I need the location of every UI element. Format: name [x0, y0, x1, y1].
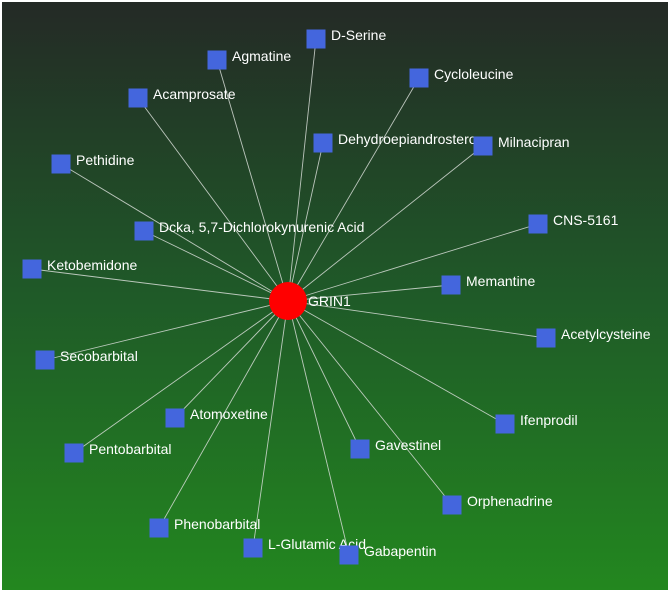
drug-node[interactable]: Pentobarbital: [64, 441, 172, 463]
drug-node[interactable]: Gabapentin: [339, 543, 437, 565]
node-marker[interactable]: [441, 275, 461, 295]
edge: [216, 59, 289, 302]
node-marker[interactable]: [528, 214, 548, 234]
node-label: Acamprosate: [153, 86, 236, 102]
node-marker[interactable]: [473, 136, 493, 156]
hub-node[interactable]: GRIN1: [269, 282, 351, 320]
node-label: Agmatine: [232, 48, 291, 64]
drug-node[interactable]: Cycloleucine: [409, 66, 514, 88]
node-marker[interactable]: [339, 545, 359, 565]
drug-node[interactable]: Secobarbital: [35, 348, 138, 370]
node-label: Phenobarbital: [174, 516, 260, 532]
hub-label: GRIN1: [308, 293, 351, 309]
edge: [287, 223, 539, 302]
drug-node[interactable]: Pethidine: [51, 152, 135, 174]
edge: [287, 300, 547, 339]
node-label: Secobarbital: [60, 348, 138, 364]
edge: [44, 300, 289, 361]
edge: [287, 142, 324, 302]
drug-node[interactable]: Milnacipran: [473, 134, 570, 156]
node-marker[interactable]: [536, 328, 556, 348]
edge: [73, 300, 289, 454]
drug-node[interactable]: Dcka, 5,7-Dichlorokynurenic Acid: [134, 219, 365, 241]
drug-node[interactable]: Ketobemidone: [22, 257, 138, 279]
node-marker[interactable]: [207, 50, 227, 70]
node-marker[interactable]: [306, 29, 326, 49]
edge: [174, 300, 289, 419]
node-label: Atomoxetine: [190, 406, 268, 422]
node-label: Memantine: [466, 273, 535, 289]
node-label: Acetylcysteine: [561, 326, 651, 342]
drug-node[interactable]: Phenobarbital: [149, 516, 261, 538]
node-marker[interactable]: [22, 259, 42, 279]
edge: [31, 268, 289, 302]
drug-node[interactable]: CNS-5161: [528, 212, 619, 234]
node-marker[interactable]: [350, 439, 370, 459]
node-marker[interactable]: [442, 495, 462, 515]
node-label: Ketobemidone: [47, 257, 138, 273]
node-marker[interactable]: [495, 414, 515, 434]
drug-node[interactable]: Gavestinel: [350, 437, 442, 459]
node-label: Milnacipran: [498, 134, 570, 150]
node-label: Gabapentin: [364, 543, 436, 559]
node-marker[interactable]: [313, 133, 333, 153]
node-label: Gavestinel: [375, 437, 441, 453]
node-marker[interactable]: [165, 408, 185, 428]
edge: [252, 300, 289, 549]
drug-node[interactable]: Orphenadrine: [442, 493, 553, 515]
node-marker[interactable]: [128, 88, 148, 108]
node-label: Dehydroepiandrosterone: [338, 131, 492, 147]
node-layer: D-SerineAgmatineCycloleucineAcamprosateD…: [22, 27, 651, 565]
edge-layer: [31, 38, 547, 556]
edge: [287, 300, 350, 556]
node-marker[interactable]: [409, 68, 429, 88]
drug-node[interactable]: Dehydroepiandrosterone: [313, 131, 493, 153]
edge: [287, 284, 452, 302]
node-label: Pethidine: [76, 152, 135, 168]
node-marker[interactable]: [149, 518, 169, 538]
edge: [287, 77, 420, 302]
edge: [143, 230, 289, 302]
node-marker[interactable]: [51, 154, 71, 174]
node-marker[interactable]: [35, 350, 55, 370]
edge: [287, 300, 453, 506]
edge: [137, 97, 289, 302]
edge: [287, 300, 506, 425]
node-label: Orphenadrine: [467, 493, 553, 509]
drug-node[interactable]: Ifenprodil: [495, 412, 578, 434]
node-marker[interactable]: [64, 443, 84, 463]
edge: [158, 300, 289, 529]
edge: [287, 145, 484, 302]
node-marker[interactable]: [243, 538, 263, 558]
node-label: Pentobarbital: [89, 441, 172, 457]
hub-marker[interactable]: [269, 282, 307, 320]
drug-node[interactable]: Acamprosate: [128, 86, 236, 108]
edge: [287, 300, 361, 450]
drug-node[interactable]: Acetylcysteine: [536, 326, 651, 348]
drug-node[interactable]: D-Serine: [306, 27, 387, 49]
drug-node[interactable]: Memantine: [441, 273, 536, 295]
node-label: Ifenprodil: [520, 412, 578, 428]
edge: [287, 38, 317, 302]
drug-node[interactable]: Agmatine: [207, 48, 292, 70]
node-label: Cycloleucine: [434, 66, 514, 82]
drug-node[interactable]: Atomoxetine: [165, 406, 269, 428]
node-marker[interactable]: [134, 221, 154, 241]
node-label: Dcka, 5,7-Dichlorokynurenic Acid: [159, 219, 364, 235]
edge: [60, 163, 289, 302]
node-label: CNS-5161: [553, 212, 619, 228]
node-label: D-Serine: [331, 27, 386, 43]
